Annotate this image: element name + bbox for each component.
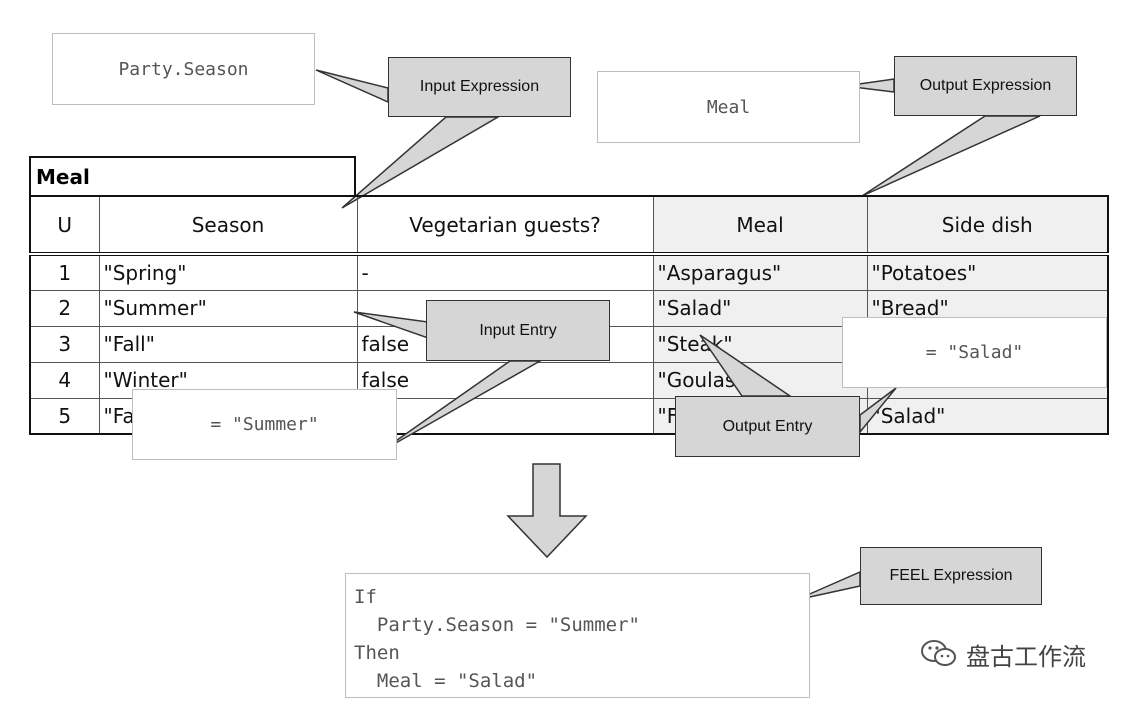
output-entry-label: Output Entry xyxy=(722,417,813,435)
output-entry-code: = "Salad" xyxy=(925,342,1024,363)
output-expression-box: Meal xyxy=(597,71,860,143)
input-expression-code: Party.Season xyxy=(118,58,249,80)
feel-expression-label: FEEL Expression xyxy=(889,567,1013,584)
output-entry-box: = "Salad" xyxy=(842,317,1107,388)
feel-line: If xyxy=(354,586,377,608)
output-entry-tail xyxy=(859,387,897,435)
output-expression-callout: Output Expression xyxy=(894,56,1077,116)
input-expression-tail xyxy=(341,116,501,209)
header-meal: Meal xyxy=(652,195,868,255)
input-entry-callout: Input Entry xyxy=(426,300,610,361)
input-entry-code: = "Summer" xyxy=(210,414,319,435)
input-entry-label: Input Entry xyxy=(479,321,557,339)
table-row: 1 "Spring" - "Asparagus" "Potatoes" xyxy=(29,253,1109,291)
watermark-text: 盘古工作流 xyxy=(966,642,1086,671)
cell-side-dish: "Potatoes" xyxy=(866,253,1109,291)
input-entry-tail xyxy=(379,360,543,453)
input-entry-pointer xyxy=(353,311,429,340)
feel-expression-box: If Party.Season = "Summer" Then Meal = "… xyxy=(345,573,810,698)
input-expression-box: Party.Season xyxy=(52,33,315,105)
cell-meal: "Asparagus" xyxy=(652,253,868,291)
table-header-row: U Season Vegetarian guests? Meal Side di… xyxy=(29,195,1109,255)
header-side-dish: Side dish xyxy=(866,195,1109,255)
output-entry-pointer xyxy=(699,334,793,397)
header-season: Season xyxy=(98,195,358,255)
input-expression-label: Input Expression xyxy=(419,78,540,95)
cell-meal: "Salad" xyxy=(652,289,868,327)
input-entry-box: = "Summer" xyxy=(132,389,397,460)
output-expression-label: Output Expression xyxy=(919,77,1052,94)
header-vegetarian: Vegetarian guests? xyxy=(356,195,654,255)
feel-expression-callout: FEEL Expression xyxy=(860,547,1042,605)
feel-line: Party.Season = "Summer" xyxy=(354,614,640,636)
rule-number: 5 xyxy=(29,397,100,435)
output-entry-callout: Output Entry xyxy=(675,396,860,457)
cell-meal: "Steak" xyxy=(652,325,868,363)
output-expression-code: Meal xyxy=(706,96,751,118)
rule-number: 3 xyxy=(29,325,100,363)
cell-side-dish: "Salad" xyxy=(866,397,1109,435)
feel-line: Then xyxy=(354,642,400,664)
output-expression-tail xyxy=(861,115,1041,197)
table-title: Meal xyxy=(29,156,356,196)
down-arrow xyxy=(506,463,588,559)
feel-line: Meal = "Salad" xyxy=(354,670,538,692)
input-expression-callout: Input Expression xyxy=(388,57,571,117)
watermark: 盘古工作流 xyxy=(920,634,1086,674)
rule-number: 1 xyxy=(29,253,100,291)
wechat-icon xyxy=(921,640,956,666)
